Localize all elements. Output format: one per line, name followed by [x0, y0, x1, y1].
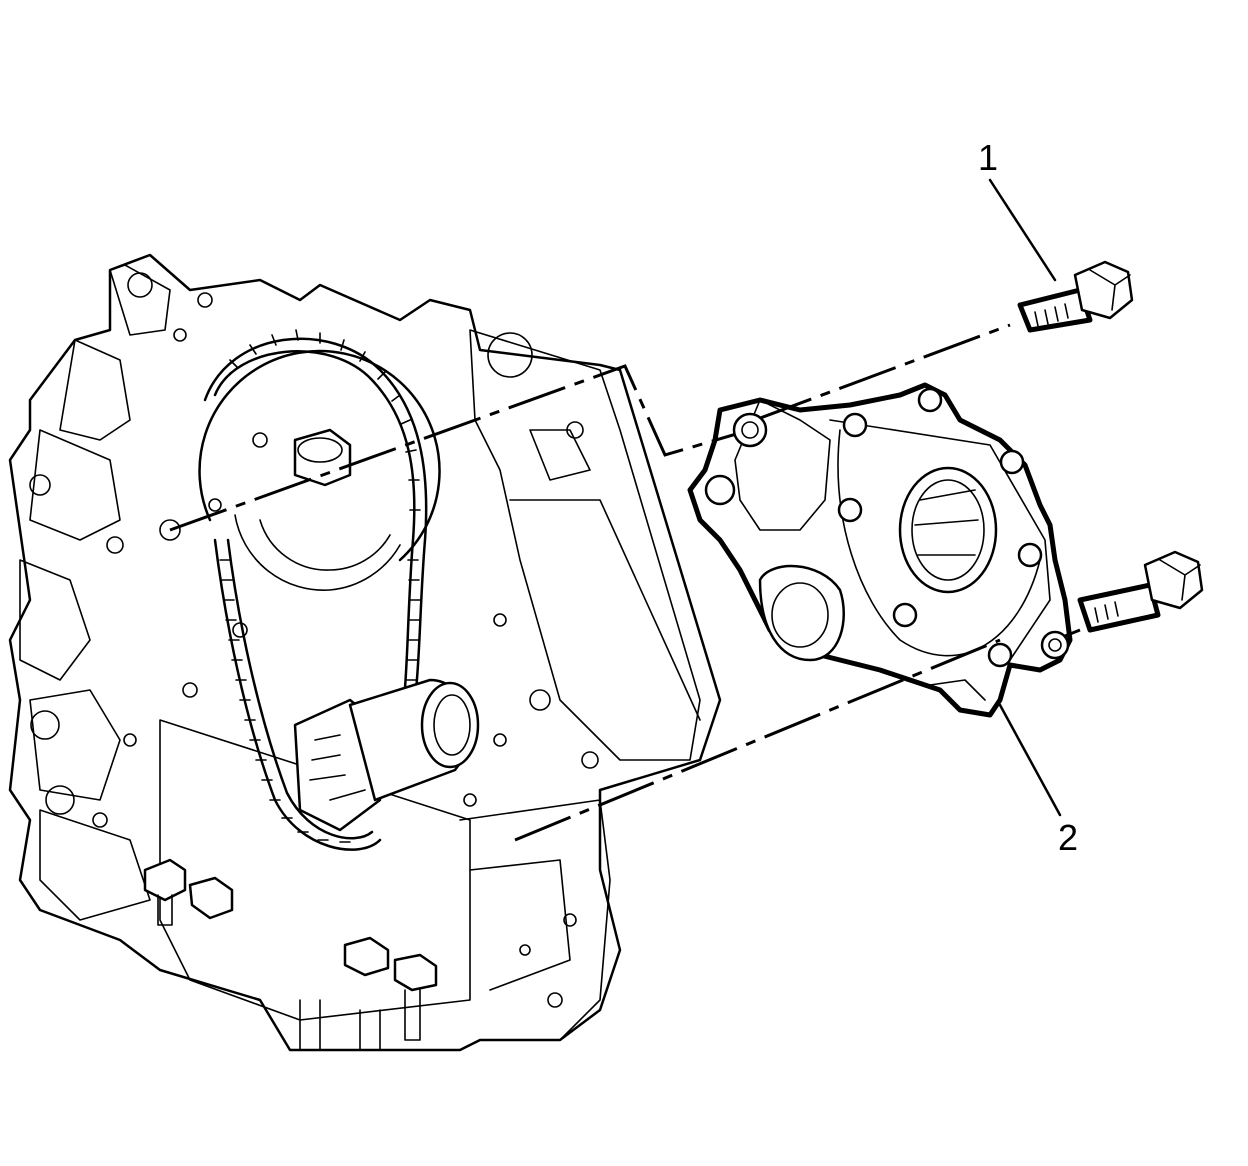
callout-1: 1: [978, 137, 1057, 282]
oil-pump: [687, 382, 1073, 718]
callout-1-label: 1: [978, 137, 998, 178]
crankshaft-sprocket: [293, 678, 480, 832]
callout-2: 2: [998, 703, 1078, 858]
pump-bolt-upper: [1017, 260, 1134, 333]
camshaft-sprocket: [198, 349, 441, 592]
engine-block: [8, 253, 722, 1052]
pump-bolt-lower: [1077, 550, 1204, 633]
lower-studs: [143, 858, 438, 1041]
callout-2-label: 2: [1058, 817, 1078, 858]
timing-chain: [203, 329, 428, 851]
